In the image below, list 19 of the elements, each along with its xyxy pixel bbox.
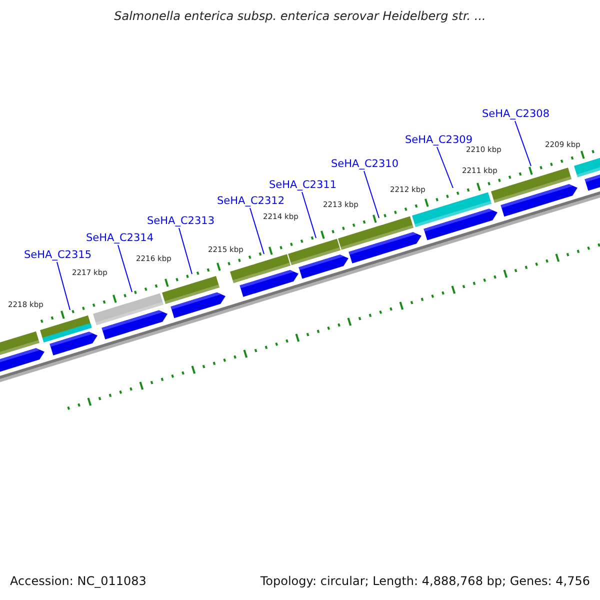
- gene-label: SeHA_C2314: [86, 232, 154, 245]
- gene-label: SeHA_C2310: [331, 158, 399, 171]
- gene-label: SeHA_C2315: [24, 249, 92, 262]
- leader-line: [514, 120, 532, 166]
- gene-label: SeHA_C2312: [217, 195, 285, 208]
- gene-label: SeHA_C2313: [147, 215, 215, 228]
- gene-label: SeHA_C2311: [269, 179, 337, 192]
- leader-line: [56, 262, 70, 310]
- leader-line: [364, 170, 380, 218]
- gene-label: SeHA_C2308: [482, 108, 550, 121]
- leader-line: [436, 146, 454, 188]
- map-title: Salmonella enterica subsp. enterica serovar Heidelberg str. ...: [113, 9, 487, 23]
- leader-line: [302, 192, 316, 238]
- leader-line: [178, 228, 192, 274]
- leader-line: [250, 208, 264, 254]
- gene-label: SeHA_C2309: [405, 134, 473, 147]
- accession-text: Accession: NC_011083: [10, 574, 146, 589]
- genome-summary-text: Topology: circular; Length: 4,888,768 bp; Genes: 4,756: [260, 574, 590, 589]
- leader-line: [118, 244, 132, 292]
